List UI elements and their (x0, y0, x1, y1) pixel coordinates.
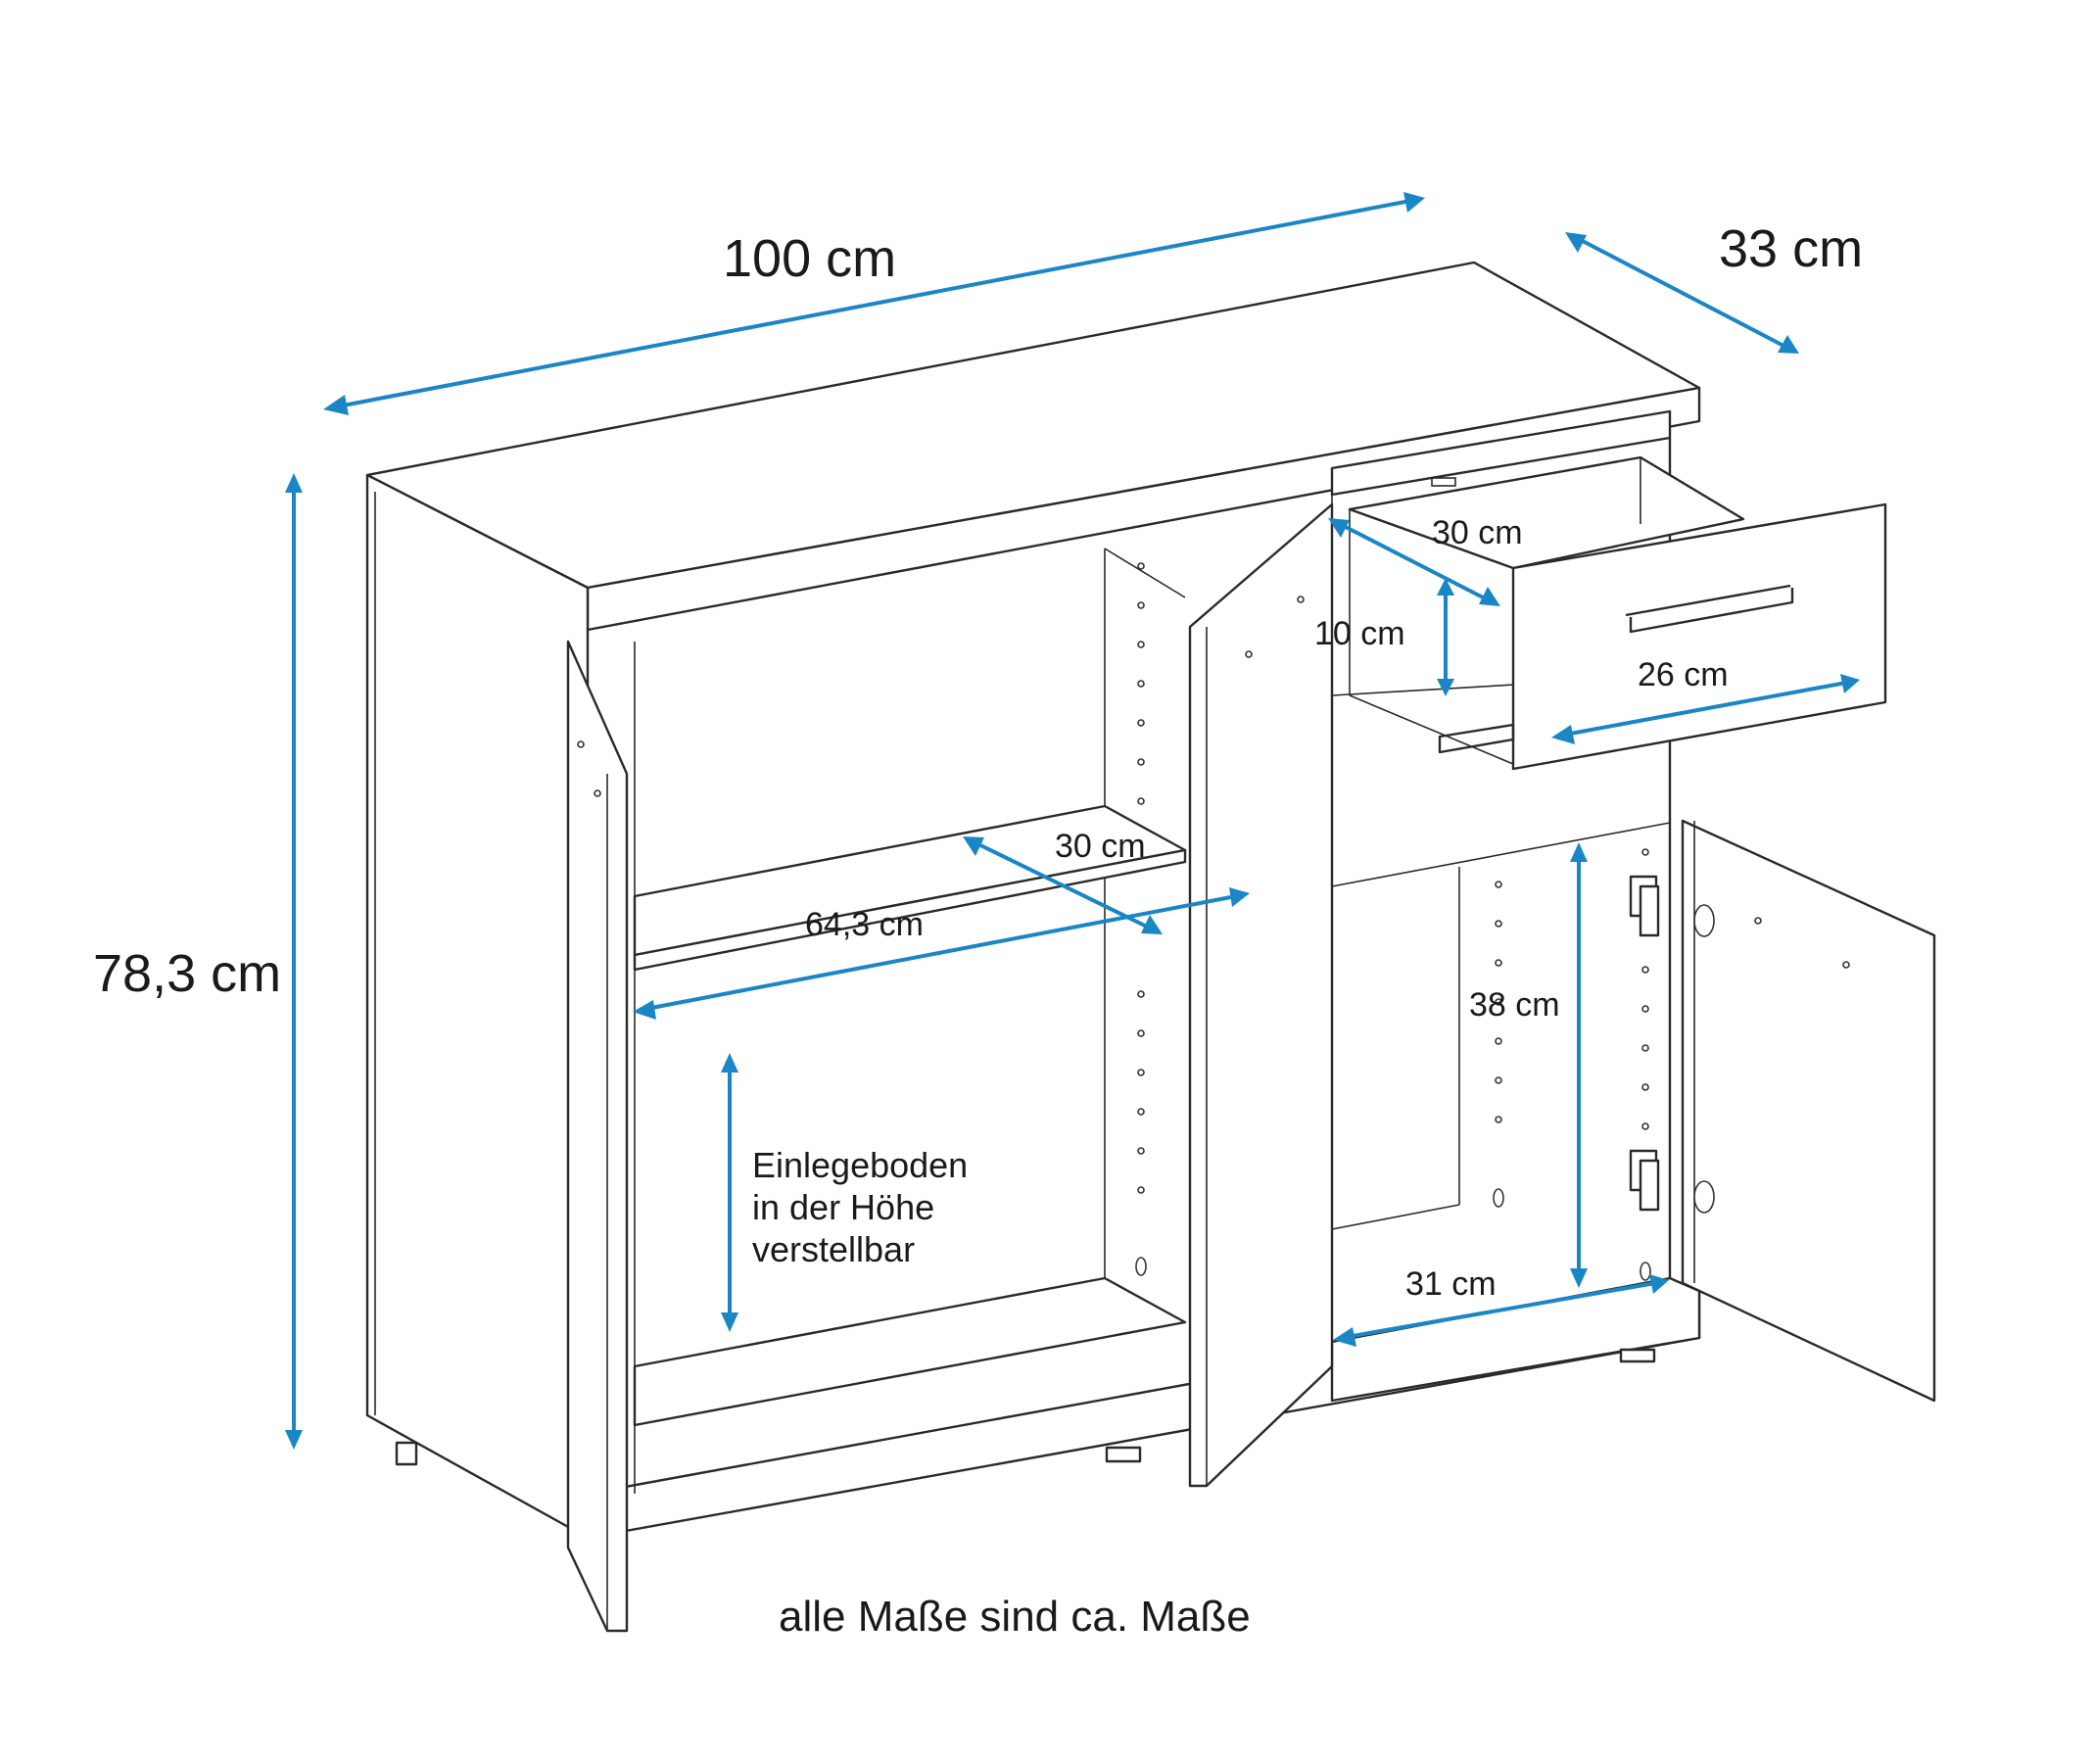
peg-hole (1641, 848, 1649, 856)
label-drawer-width: 26 cm (1638, 656, 1729, 693)
drawer-front (1511, 502, 1887, 771)
door-hole (594, 789, 601, 797)
arrow-height (285, 473, 303, 1450)
hinge-cup (1693, 904, 1715, 937)
peg-hole (1641, 1083, 1649, 1091)
middle-door (1188, 502, 1334, 1488)
shelf-peg-holes (1135, 562, 1651, 1281)
arrow-depth (1565, 232, 1799, 354)
peg-hole (1137, 562, 1145, 570)
label-drawer-height: 10 cm (1314, 615, 1405, 652)
arrow-drawer-height (1437, 578, 1454, 696)
peg-hole (1137, 1186, 1145, 1194)
label-height: 78,3 cm (93, 944, 281, 1003)
peg-hole (1495, 1076, 1502, 1084)
screw-hole (1493, 1188, 1504, 1208)
arrow-width (323, 192, 1425, 415)
peg-hole (1137, 1108, 1145, 1116)
arrow-shelf-adjustable (721, 1053, 738, 1332)
hinge-top (1629, 875, 1660, 937)
peg-hole (1137, 758, 1145, 766)
arrow-compartment-width (1333, 1274, 1669, 1347)
peg-hole (1641, 1005, 1649, 1013)
peg-hole (1495, 881, 1502, 888)
peg-hole (1495, 959, 1502, 967)
label-shelf-width: 64,3 cm (805, 906, 924, 943)
peg-hole (1137, 990, 1145, 998)
peg-hole (1495, 1116, 1502, 1123)
arrow-compartment-height (1570, 842, 1588, 1288)
right-door (1681, 819, 1936, 1403)
drawer-handle (1629, 588, 1794, 634)
hinge-bottom (1629, 1149, 1660, 1212)
center-divider-top (1104, 548, 1186, 598)
peg-hole (1495, 998, 1502, 1006)
peg-hole (1137, 1147, 1145, 1155)
peg-hole (1641, 1122, 1649, 1130)
label-depth: 33 cm (1719, 219, 1863, 278)
drawer-catch (1431, 477, 1456, 487)
door-hole (1245, 650, 1253, 658)
middle-door-panel (1188, 502, 1334, 1488)
annotation-line-2: in der Höhe (752, 1187, 934, 1227)
left-door (566, 640, 629, 1633)
label-drawer-depth: 30 cm (1432, 514, 1523, 551)
foot-middle (1105, 1446, 1142, 1463)
peg-hole (1641, 1044, 1649, 1052)
peg-hole (1495, 1037, 1502, 1045)
annotation-line-3: verstellbar (752, 1229, 915, 1269)
footer-note: alle Maße sind ca. Maße (779, 1593, 1251, 1641)
peg-hole (1137, 1069, 1145, 1076)
hinge-arm (1639, 1159, 1660, 1212)
right-bottom-board (1330, 1276, 1701, 1403)
screw-hole (1135, 1257, 1147, 1276)
right-compartment-back-floor (1331, 1204, 1460, 1230)
annotation-line-1: Einlegeboden (752, 1145, 968, 1185)
door-hole (1842, 961, 1850, 969)
arrow-shelf-depth (963, 836, 1163, 934)
door-hole (577, 740, 585, 748)
dimension-arrows (285, 192, 1860, 1450)
label-shelf-depth: 30 cm (1055, 828, 1146, 865)
foot-left (395, 1441, 418, 1466)
left-side-panel (365, 473, 590, 1540)
left-door-panel (566, 640, 629, 1633)
right-door-panel (1681, 819, 1936, 1403)
peg-hole (1137, 680, 1145, 688)
door-hole (1297, 596, 1305, 603)
drawer-compartment-floor (1331, 822, 1671, 887)
peg-hole (1137, 601, 1145, 609)
foot-right (1619, 1348, 1656, 1363)
peg-hole (1641, 966, 1649, 974)
arrow-drawer-depth (1328, 518, 1500, 606)
hinge-cup (1693, 1180, 1715, 1214)
dimension-labels: 100 cm 33 cm 78,3 cm 64,3 cm 30 cm 30 cm… (93, 219, 1863, 1303)
door-hole (1754, 917, 1762, 925)
screw-hole (1640, 1262, 1651, 1281)
label-compartment-width: 31 cm (1405, 1265, 1497, 1303)
drawer (1348, 455, 1887, 771)
hinge-arm (1639, 884, 1660, 937)
middle-door-handle (1438, 723, 1515, 754)
arrow-shelf-width (633, 887, 1250, 1020)
peg-hole (1137, 641, 1145, 648)
peg-hole (1137, 1029, 1145, 1037)
drawer-box-top (1348, 455, 1745, 570)
left-bottom-board (633, 1276, 1187, 1427)
drawer-handle-bar (1625, 584, 1791, 617)
hinges (1629, 875, 1660, 1212)
peg-hole (1137, 797, 1145, 805)
arrow-drawer-width (1551, 674, 1860, 744)
label-compartment-height: 38 cm (1469, 986, 1560, 1024)
drawer-box-bottom (1349, 694, 1514, 765)
peg-hole (1137, 719, 1145, 727)
peg-hole (1495, 920, 1502, 928)
label-width: 100 cm (723, 229, 896, 288)
shelf-annotation: Einlegeboden in der Höhe verstellbar (752, 1145, 968, 1269)
